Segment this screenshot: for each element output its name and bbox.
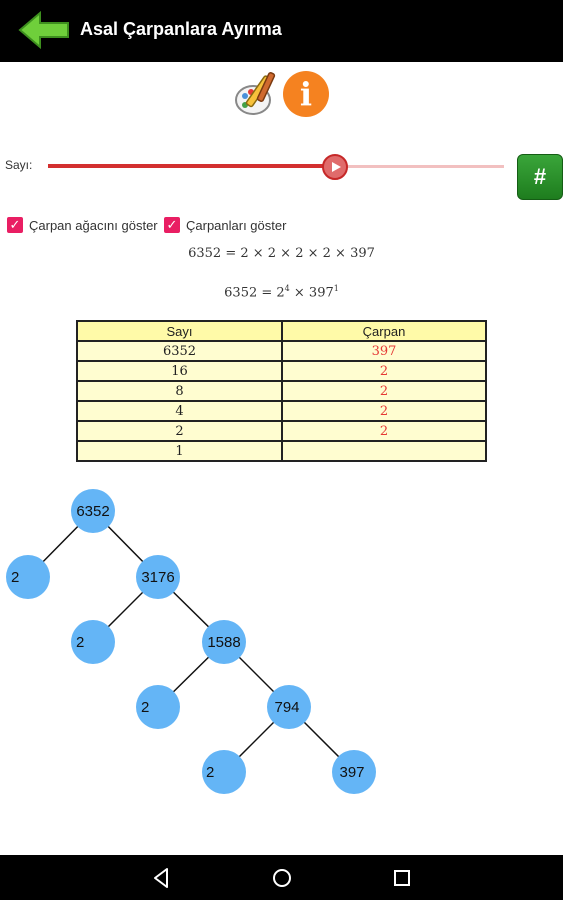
checkbox-checked-icon[interactable]: ✓	[164, 217, 180, 233]
power-equation: 6352 = 24 × 3971	[224, 284, 339, 301]
cell-number: 8	[76, 380, 283, 402]
back-arrow-icon[interactable]	[16, 10, 72, 50]
tree-node	[6, 555, 50, 599]
toolbar-icons: i	[0, 70, 563, 120]
tree-node	[136, 555, 180, 599]
tree-node	[136, 685, 180, 729]
nav-recents-icon[interactable]	[389, 865, 415, 891]
info-icon[interactable]: i	[283, 71, 329, 117]
checkbox-checked-icon[interactable]: ✓	[7, 217, 23, 233]
tree-node	[332, 750, 376, 794]
cell-factor: 2	[281, 400, 487, 422]
tree-node-label: 1588	[207, 634, 240, 651]
tree-node	[71, 620, 115, 664]
header-carpan: Çarpan	[281, 320, 487, 342]
cell-number: 2	[76, 420, 283, 442]
table-row: 1	[76, 440, 487, 462]
tree-node-label: 2	[11, 569, 19, 586]
factor-tree: 6352 2 3176 2 1588 2 794 2 397	[6, 489, 376, 794]
number-label: Sayı:	[5, 158, 33, 172]
nav-back-icon[interactable]	[148, 865, 174, 891]
show-tree-label: Çarpan ağacını göster	[29, 217, 158, 233]
paint-palette-icon[interactable]	[233, 70, 281, 118]
tree-node-label: 2	[206, 764, 214, 781]
cell-factor	[281, 440, 487, 462]
show-factors-label: Çarpanları göster	[186, 217, 287, 233]
table-header-row: Sayı Çarpan	[76, 320, 487, 342]
tree-node	[202, 620, 246, 664]
show-tree-checkbox[interactable]: ✓ Çarpan ağacını göster	[7, 215, 158, 235]
app-title: Asal Çarpanlara Ayırma	[80, 19, 282, 39]
cell-number: 6352	[76, 340, 283, 362]
tree-node-label: 397	[339, 764, 364, 781]
cell-number: 16	[76, 360, 283, 382]
slider-fill	[48, 164, 335, 168]
header-sayi: Sayı	[76, 320, 283, 342]
factorize-button[interactable]: #	[517, 154, 563, 200]
show-factors-checkbox[interactable]: ✓ Çarpanları göster	[164, 215, 286, 235]
tree-node	[267, 685, 311, 729]
tree-node-label: 2	[141, 699, 149, 716]
cell-factor: 2	[281, 360, 487, 382]
expanded-equation: 6352 = 2 × 2 × 2 × 2 × 397	[188, 246, 375, 261]
system-nav-bar	[0, 855, 563, 900]
tree-node-label: 794	[274, 699, 299, 716]
tree-node	[71, 489, 115, 533]
number-slider[interactable]	[48, 150, 504, 184]
tree-node-label: 3176	[141, 569, 174, 586]
slider-thumb[interactable]	[322, 154, 348, 180]
tree-node-label: 2	[76, 634, 84, 651]
cell-number: 1	[76, 440, 283, 462]
cell-factor: 2	[281, 380, 487, 402]
cell-factor: 2	[281, 420, 487, 442]
nav-home-icon[interactable]	[269, 865, 295, 891]
app-bar: Asal Çarpanlara Ayırma	[0, 0, 563, 62]
cell-number: 4	[76, 400, 283, 422]
tree-node-label: 6352	[76, 503, 109, 520]
tree-node	[202, 750, 246, 794]
cell-factor: 397	[281, 340, 487, 362]
